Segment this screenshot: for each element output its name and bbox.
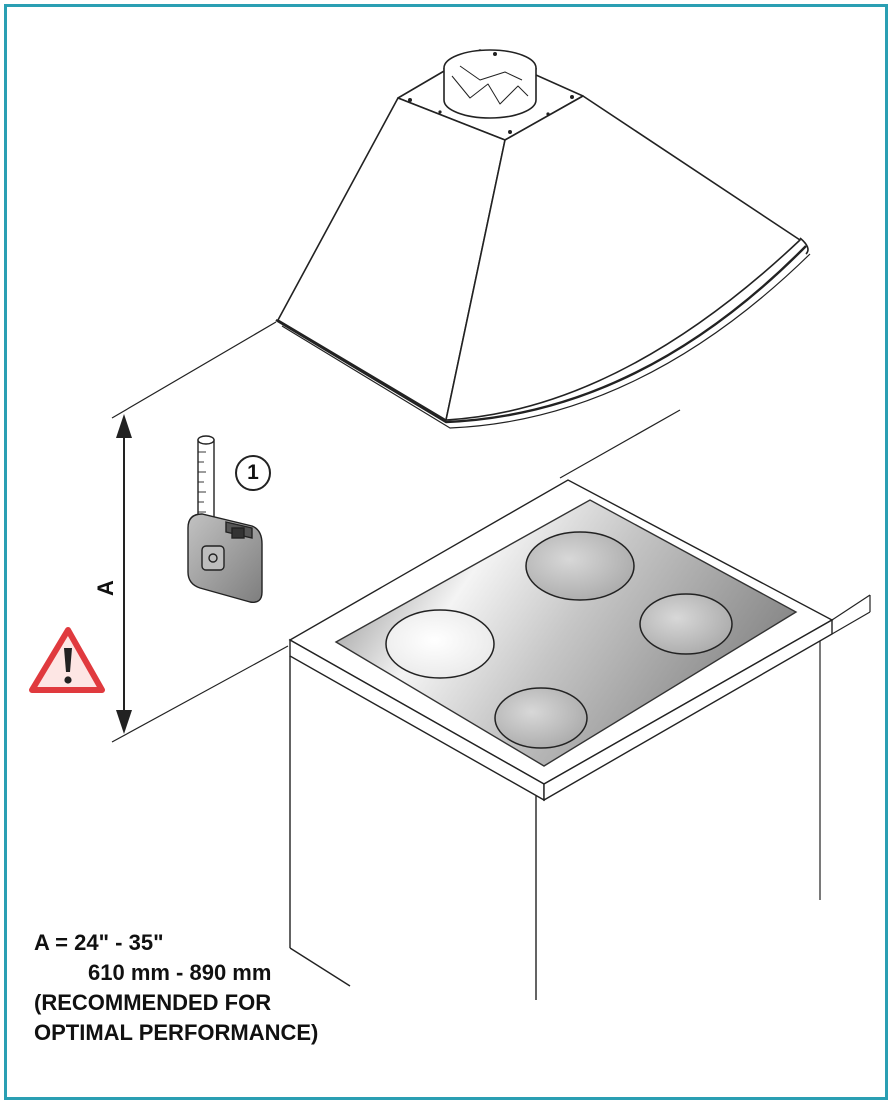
callout-circle <box>235 455 271 491</box>
spec-imperial: A = 24" - 35" <box>34 930 164 955</box>
burner-front <box>494 687 588 749</box>
warning-triangle-icon <box>29 627 105 693</box>
spec-metric: 610 mm - 890 mm <box>88 960 272 985</box>
burner-front-left <box>385 609 495 679</box>
tape-measure-icon <box>187 435 263 603</box>
cooktop-icon <box>334 499 798 767</box>
callout-number: 1 <box>247 461 259 484</box>
spec-note-line-2: OPTIMAL PERFORMANCE) <box>34 1020 319 1045</box>
dimension-label: A <box>93 580 118 596</box>
burner-right <box>639 593 733 655</box>
burner-back-left <box>525 531 635 601</box>
diagram-frame <box>4 4 888 1100</box>
spec-note-line-1: (RECOMMENDED FOR <box>34 990 272 1015</box>
range-hood-icon <box>275 49 811 429</box>
reference-lines <box>111 321 871 900</box>
dimension-arrow <box>116 414 132 734</box>
